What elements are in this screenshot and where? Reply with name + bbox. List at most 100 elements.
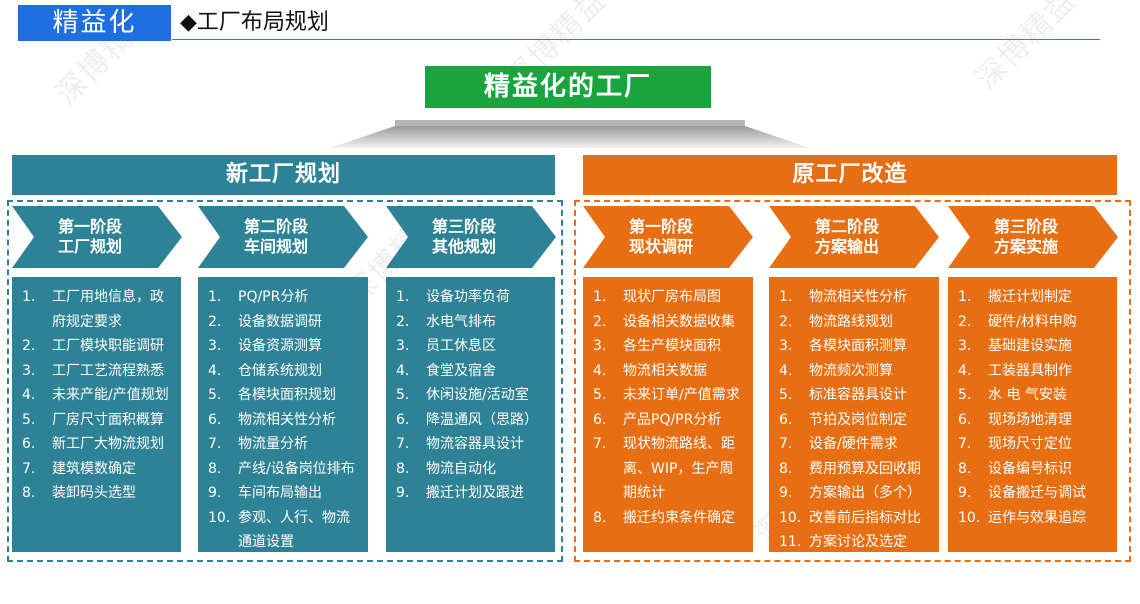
task-number: 6.	[593, 411, 607, 428]
main-title: 精益化的工厂	[425, 66, 711, 108]
task-item: 5. 标准容器具设计	[779, 383, 933, 408]
task-text: 水电气排布	[426, 313, 496, 330]
task-item: 3.员工休息区	[396, 334, 549, 359]
task-number: 5.	[779, 387, 793, 403]
task-number: 3.	[593, 338, 607, 354]
phase-name: 现状调研	[628, 237, 693, 256]
task-item: 7. 建筑模数确定	[22, 457, 175, 482]
task-item: 3.各模块面积测算	[779, 334, 933, 359]
section-badge: 精益化	[18, 5, 171, 41]
task-text: 物流相关性分析	[238, 411, 336, 428]
task-number: 3.	[779, 338, 793, 354]
task-text: 现场尺寸定位	[988, 436, 1072, 452]
task-item: 3. 工厂工艺流程熟悉	[22, 359, 175, 384]
task-text: 工装器具制作	[988, 362, 1072, 379]
section-frame-old-factory	[574, 200, 1131, 562]
task-number: 8.	[593, 509, 607, 526]
task-number: 5.	[208, 387, 222, 403]
task-text: 设备搬迁与调试	[988, 485, 1086, 501]
task-text: 工厂工艺流程熟悉	[52, 362, 164, 379]
phase-name: 方案实施	[993, 237, 1058, 256]
task-number: 5.	[396, 387, 410, 403]
task-number: 10.	[779, 509, 802, 526]
task-text: 休闲设施/活动室	[426, 387, 529, 403]
task-number: 2.	[396, 313, 410, 330]
task-number: 8.	[396, 460, 410, 477]
section-frame-new-factory	[7, 200, 563, 562]
task-item: 10.运作与效果追踪	[958, 506, 1111, 531]
task-number: 3.	[22, 362, 36, 379]
task-item: 3. 基础建设实施	[958, 334, 1111, 359]
roof-shape	[330, 120, 810, 148]
task-text: 各生产模块面积	[623, 338, 721, 354]
task-number: 6.	[779, 411, 793, 428]
task-item: 6. 物流相关性分析	[208, 408, 362, 433]
task-number: 6.	[208, 411, 222, 428]
task-text: 厂房尺寸面积概算	[52, 411, 164, 428]
task-text: 费用预算及回收期	[809, 460, 921, 477]
task-number: 7.	[208, 436, 222, 452]
task-item: 2.设备数据调研	[208, 310, 362, 335]
task-number: 11.	[779, 534, 802, 550]
task-item: 2. 水电气排布	[396, 310, 549, 335]
task-number: 4.	[958, 362, 972, 379]
task-number: 7.	[22, 460, 36, 477]
task-text: 搬迁计划制定	[988, 289, 1072, 305]
task-item: 10.参观、人行、物流通道设置	[208, 506, 362, 555]
task-item: 1.搬迁计划制定	[958, 285, 1111, 310]
task-number: 5.	[22, 411, 36, 428]
task-number: 1.	[593, 289, 607, 305]
task-text: 未来产能/产值规划	[52, 387, 169, 403]
task-number: 2.	[22, 338, 36, 354]
task-item: 9.车间布局输出	[208, 481, 362, 506]
task-text: 物流容器具设计	[426, 436, 524, 452]
task-text: 运作与效果追踪	[988, 509, 1086, 526]
task-number: 6.	[958, 411, 972, 428]
task-text: 方案输出（多个）	[809, 485, 921, 501]
task-item: 8.产线/设备岗位排布	[208, 457, 362, 482]
task-item: 4. 工装器具制作	[958, 359, 1111, 384]
task-text: 基础建设实施	[988, 338, 1072, 354]
task-number: 2.	[779, 313, 793, 330]
task-text: 物流相关数据	[623, 362, 707, 379]
task-number: 7.	[593, 436, 607, 452]
task-text: PQ/PR分析	[238, 289, 309, 305]
task-text: 标准容器具设计	[809, 387, 907, 403]
phase-name: 车间规划	[243, 237, 308, 256]
task-item: 2.硬件/材料申购	[958, 310, 1111, 335]
task-number: 1.	[208, 289, 222, 305]
task-text: 工厂模块职能调研	[52, 338, 164, 354]
task-item: 6.节拍及岗位制定	[779, 408, 933, 433]
task-number: 8.	[779, 460, 793, 477]
task-item: 9.设备搬迁与调试	[958, 481, 1111, 506]
task-item: 8. 物流自动化	[396, 457, 549, 482]
task-item: 4.未来产能/产值规划	[22, 383, 175, 408]
task-item: 6.现场场地清理	[958, 408, 1111, 433]
task-item: 2. 工厂模块职能调研	[22, 334, 175, 359]
task-item: 7.设备/硬件需求	[779, 432, 933, 457]
task-item: 3.设备资源测算	[208, 334, 362, 359]
task-number: 6.	[396, 411, 410, 428]
task-item: 4.仓储系统规划	[208, 359, 362, 384]
task-text: 物流路线规划	[809, 313, 893, 330]
task-item: 7.现场尺寸定位	[958, 432, 1111, 457]
task-number: 2.	[958, 313, 972, 330]
task-number: 7.	[779, 436, 793, 452]
task-number: 4.	[593, 362, 607, 379]
phase-name: 方案输出	[814, 237, 879, 256]
task-item: 6.新工厂大物流规划	[22, 432, 175, 457]
task-item: 1. PQ/PR分析	[208, 285, 362, 310]
task-text: 物流自动化	[426, 460, 496, 477]
phase-arrow: 第三阶段方案实施	[948, 206, 1118, 268]
task-text: 建筑模数确定	[52, 460, 136, 477]
task-number: 5.	[958, 387, 972, 403]
task-number: 3.	[958, 338, 972, 354]
task-item: 4. 物流相关数据	[593, 359, 747, 384]
task-text: 新工厂大物流规划	[52, 436, 164, 452]
task-item: 1.现状厂房布局图	[593, 285, 747, 310]
task-item: 4.物流频次测算	[779, 359, 933, 384]
